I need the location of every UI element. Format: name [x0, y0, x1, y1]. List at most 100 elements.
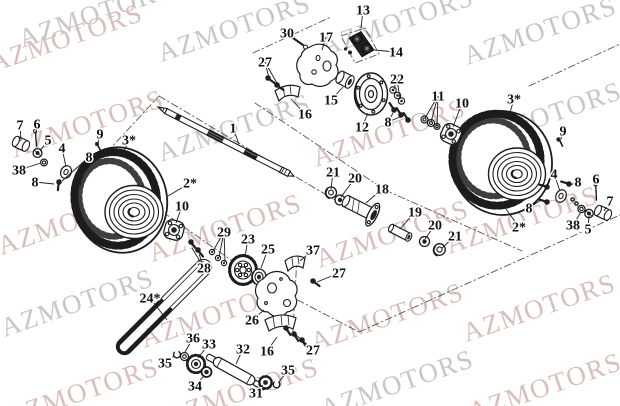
brake-plate-26: [254, 270, 298, 318]
leader-line-29: [218, 231, 225, 258]
part-label-23: 23: [241, 233, 255, 248]
leader-line-16: [266, 336, 278, 352]
plate-hole: [311, 69, 317, 75]
part-label-5: 5: [45, 134, 52, 149]
watermark-text: AZMOTORS: [317, 343, 478, 406]
bolts-27-upper: [264, 74, 285, 92]
plate-hole: [322, 60, 332, 72]
part-label-24: 24*: [140, 292, 161, 307]
leader-line-26: [251, 309, 265, 321]
part-label-31: 31: [249, 387, 263, 402]
leader-line-38: [572, 211, 582, 226]
leader-line-30: [286, 32, 296, 40]
part-label-16: 16: [260, 345, 274, 360]
leader-line-19: [399, 211, 416, 230]
leader-line-24: [149, 297, 168, 321]
part-label-33: 33: [202, 338, 216, 353]
leader-line-34: [194, 375, 205, 387]
leader-line-20: [340, 177, 356, 198]
part-label-19: 19: [408, 206, 422, 221]
cotter-pin-6-right: [593, 182, 598, 201]
leader-line-22: [393, 78, 398, 90]
leader-line-8: [387, 112, 394, 123]
brake-disc-12: [353, 72, 389, 116]
leader-line-10: [452, 102, 463, 128]
leader-line-35: [164, 355, 175, 364]
leader-line-4: [553, 173, 561, 192]
leader-line-2: [167, 182, 191, 197]
watermark-text: AZMOTORS: [459, 267, 620, 347]
leader-line-11: [436, 95, 439, 126]
bearing-21-right: [432, 243, 446, 257]
axle-housing-18: [341, 194, 381, 227]
part-label-20: 20: [428, 219, 442, 234]
leader-line-8: [528, 199, 542, 209]
leader-line-17: [321, 36, 327, 51]
leader-line-32: [235, 348, 244, 365]
part-label-22: 22: [390, 73, 404, 88]
part-label-8: 8: [32, 176, 39, 191]
leader-line-8: [34, 181, 55, 185]
watermark-text: AZMOTORS: [2, 351, 163, 406]
sprocket-33: [185, 353, 207, 375]
part-label-27: 27: [258, 56, 272, 71]
washers-22: [389, 86, 406, 105]
part-label-8: 8: [526, 202, 533, 217]
splined-hub-15: [335, 70, 355, 89]
part-label-38: 38: [12, 164, 26, 179]
axle-shaft: [156, 106, 296, 178]
spacer-tube-19: [387, 223, 413, 242]
part-label-7: 7: [607, 195, 614, 210]
leader-line-37: [299, 249, 314, 262]
part-label-37: 37: [306, 244, 320, 259]
circlip-35-b: [272, 380, 281, 389]
part-label-16: 16: [298, 108, 312, 123]
bearing-34: [200, 366, 213, 378]
part-label-2: 2*: [512, 221, 526, 236]
bolts-27-lower: [280, 323, 311, 349]
leader-line-16: [290, 98, 306, 115]
part-label-3: 3*: [507, 93, 521, 108]
leader-line-27: [264, 61, 279, 86]
leader-line-36: [184, 337, 194, 353]
leader-line-18: [365, 188, 383, 204]
leader-line-29: [212, 231, 225, 252]
bolt-27-right: [309, 277, 321, 288]
part-label-6: 6: [593, 173, 600, 188]
leader-line-2: [505, 208, 520, 228]
part-label-8: 8: [86, 151, 93, 166]
washer-38-right: [577, 204, 586, 214]
small-washers-right: [570, 197, 579, 206]
plate-hole: [315, 54, 321, 62]
leader-line-10: [175, 205, 183, 224]
leader-line-20: [424, 224, 436, 240]
leader-line-38: [18, 162, 42, 171]
part-label-12: 12: [355, 121, 369, 136]
left-wheel-rim: [104, 184, 164, 240]
right-wheel-rim: [487, 147, 547, 201]
part-label-10: 10: [175, 200, 189, 215]
part-label-10: 10: [455, 97, 469, 112]
part-label-35: 35: [281, 364, 295, 379]
leader-line-21: [330, 171, 334, 190]
leader-line-23: [244, 238, 249, 258]
brake-caliper-14: [343, 30, 375, 58]
leader-line-7: [19, 124, 22, 142]
bolt-9-left: [95, 142, 102, 152]
leader-line-35: [278, 369, 289, 383]
leader-line-8: [79, 156, 90, 176]
part-label-21: 21: [326, 166, 340, 181]
leader-line-13: [360, 9, 364, 29]
part-label-25: 25: [261, 243, 275, 258]
part-label-21: 21: [448, 230, 462, 245]
part-label-26: 26: [245, 314, 259, 329]
leader-line-22: [396, 78, 401, 100]
leader-line-5: [587, 215, 590, 230]
leader-line-9: [97, 133, 101, 144]
bracket-16-lower: [264, 314, 297, 332]
washer-4-right: [555, 189, 567, 203]
part-label-11: 11: [431, 90, 444, 105]
leader-lines-layer: [18, 9, 611, 394]
